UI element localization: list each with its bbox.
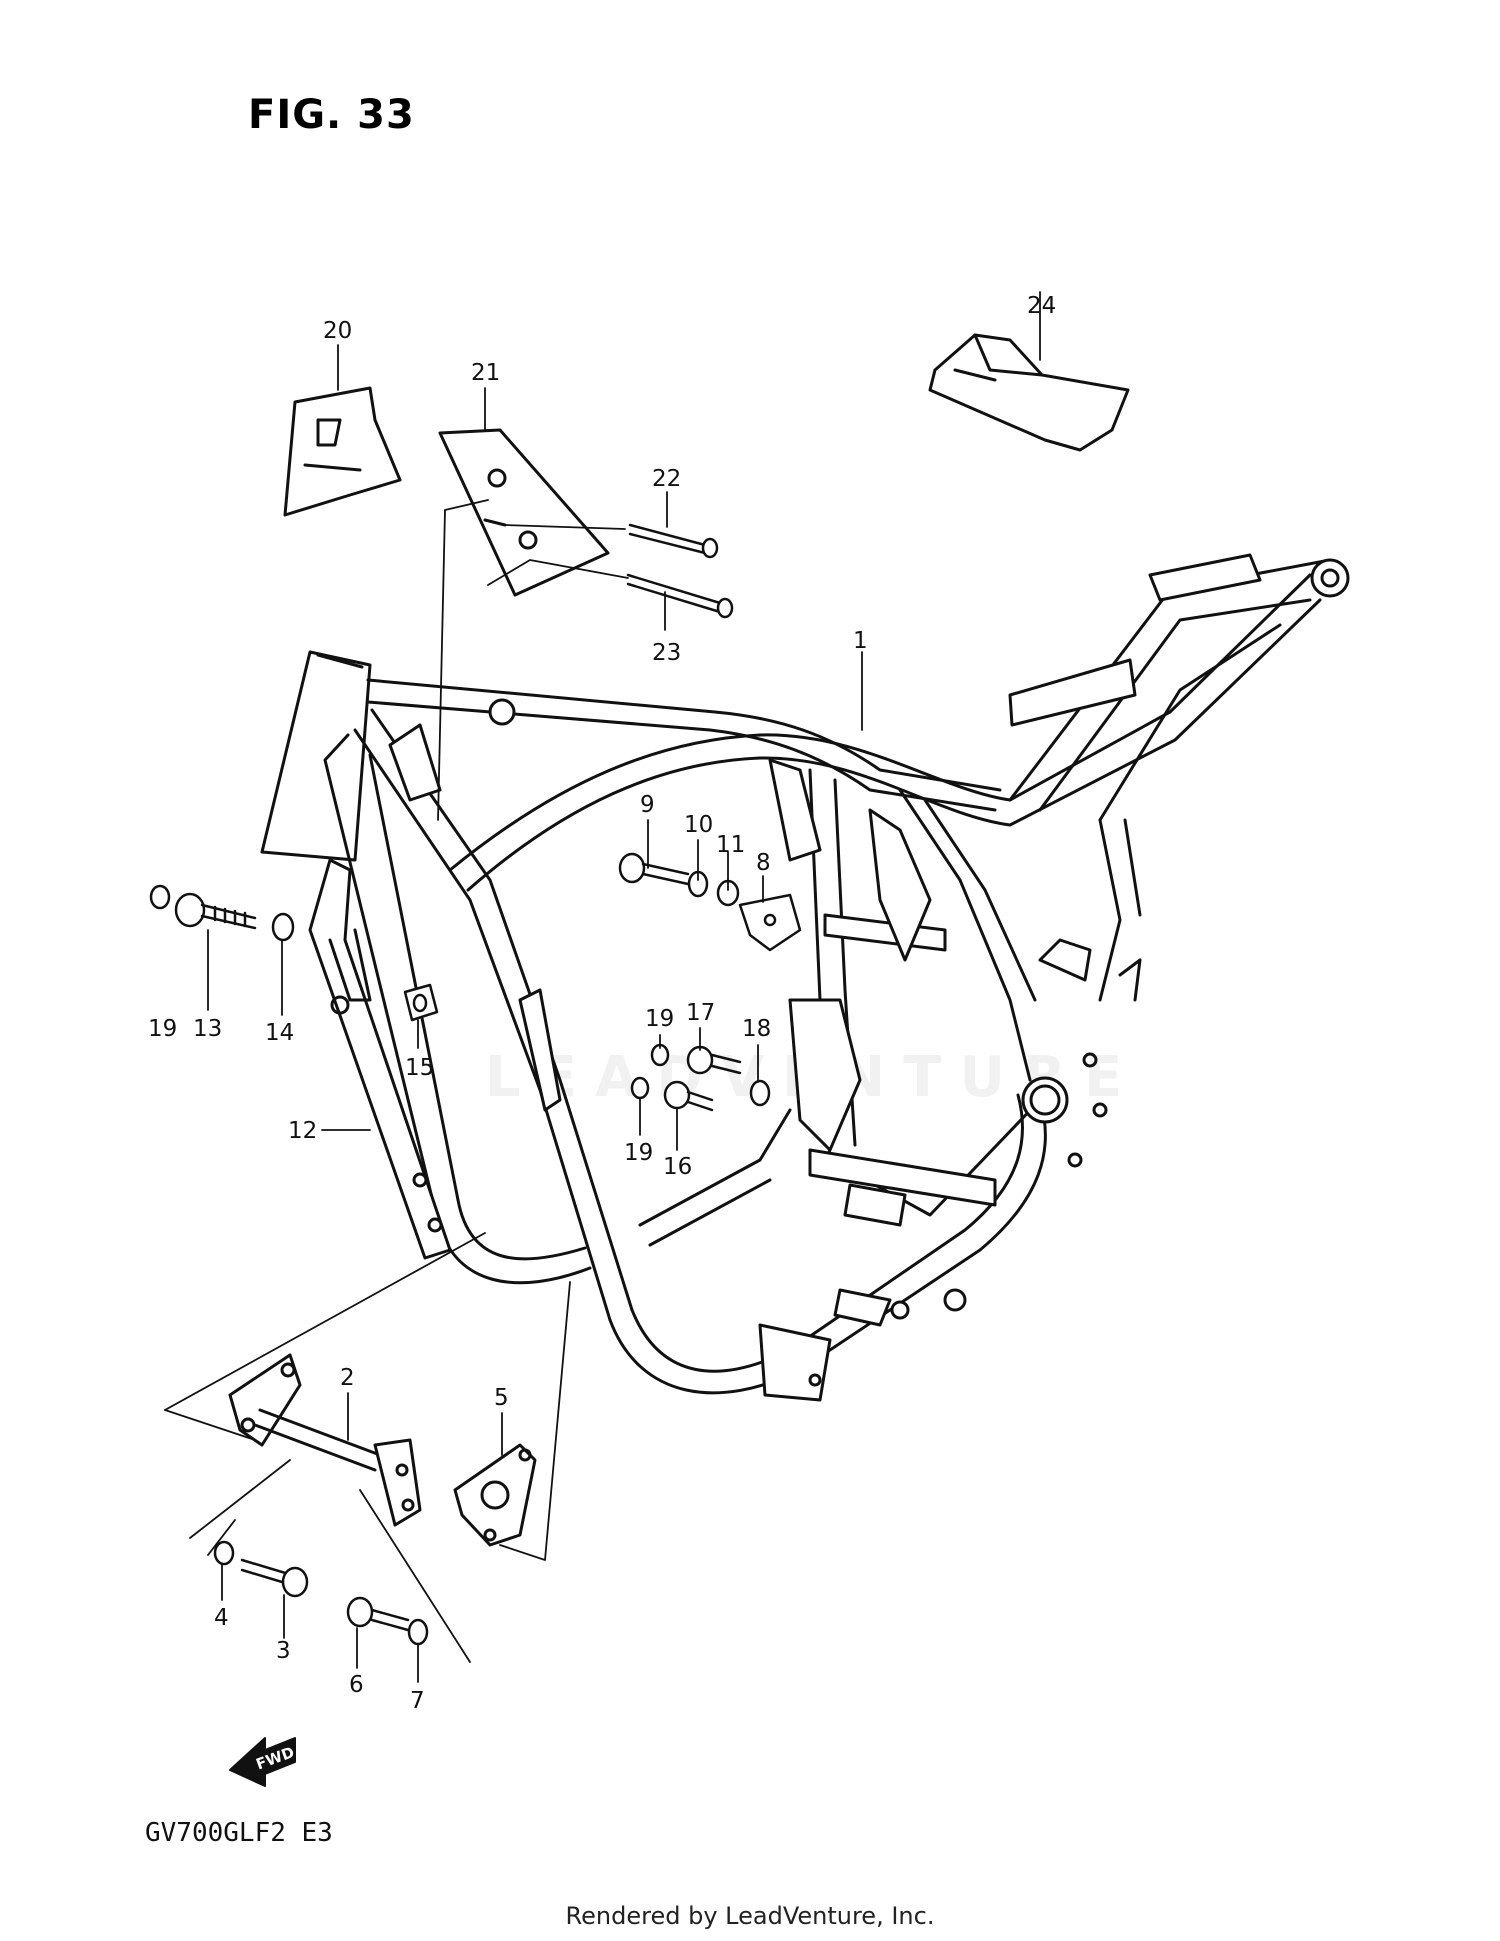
callout-18: 18 <box>742 1016 771 1042</box>
side-cover-plate <box>438 428 610 597</box>
callout-2: 2 <box>340 1365 355 1391</box>
callout-17: 17 <box>686 1000 715 1026</box>
callout-7: 7 <box>410 1688 425 1714</box>
callout-20: 20 <box>323 318 352 344</box>
callout-21: 21 <box>471 360 500 386</box>
callout-19-a: 19 <box>148 1016 177 1042</box>
callout-11: 11 <box>716 832 745 858</box>
callout-13: 13 <box>193 1016 222 1042</box>
leader-lines <box>207 291 1041 1683</box>
main-frame <box>260 553 1350 1402</box>
callout-3: 3 <box>276 1638 291 1664</box>
callout-8: 8 <box>756 850 771 876</box>
engine-mount-bracket <box>228 1353 422 1527</box>
callout-24: 24 <box>1027 293 1056 319</box>
callout-5: 5 <box>494 1385 509 1411</box>
callout-22: 22 <box>652 466 681 492</box>
callout-19-b: 19 <box>645 1006 674 1032</box>
callout-9: 9 <box>640 792 655 818</box>
mount-plate <box>453 1443 537 1547</box>
callout-4: 4 <box>214 1605 229 1631</box>
callout-labels: 1 2 3 4 5 6 7 8 9 10 11 12 13 14 15 16 1… <box>148 293 1056 1714</box>
fasteners <box>149 523 802 1646</box>
callout-19-c: 19 <box>624 1140 653 1166</box>
callout-1: 1 <box>853 628 868 654</box>
callout-6: 6 <box>349 1672 364 1698</box>
figure-title: FIG. 33 <box>248 92 415 138</box>
callout-23: 23 <box>652 640 681 666</box>
callout-15: 15 <box>405 1055 434 1081</box>
side-cover-bracket <box>283 386 402 517</box>
tool-bag <box>928 333 1130 452</box>
callout-12: 12 <box>288 1118 317 1144</box>
assembly-lines <box>164 499 629 1663</box>
fwd-arrow-icon: FWD <box>229 1737 297 1787</box>
front-down-tube <box>308 858 452 1260</box>
callout-10: 10 <box>684 812 713 838</box>
callout-16: 16 <box>663 1154 692 1180</box>
render-credit: Rendered by LeadVenture, Inc. <box>565 1902 935 1930</box>
model-code: GV700GLF2 E3 <box>145 1818 333 1848</box>
callout-14: 14 <box>265 1020 294 1046</box>
